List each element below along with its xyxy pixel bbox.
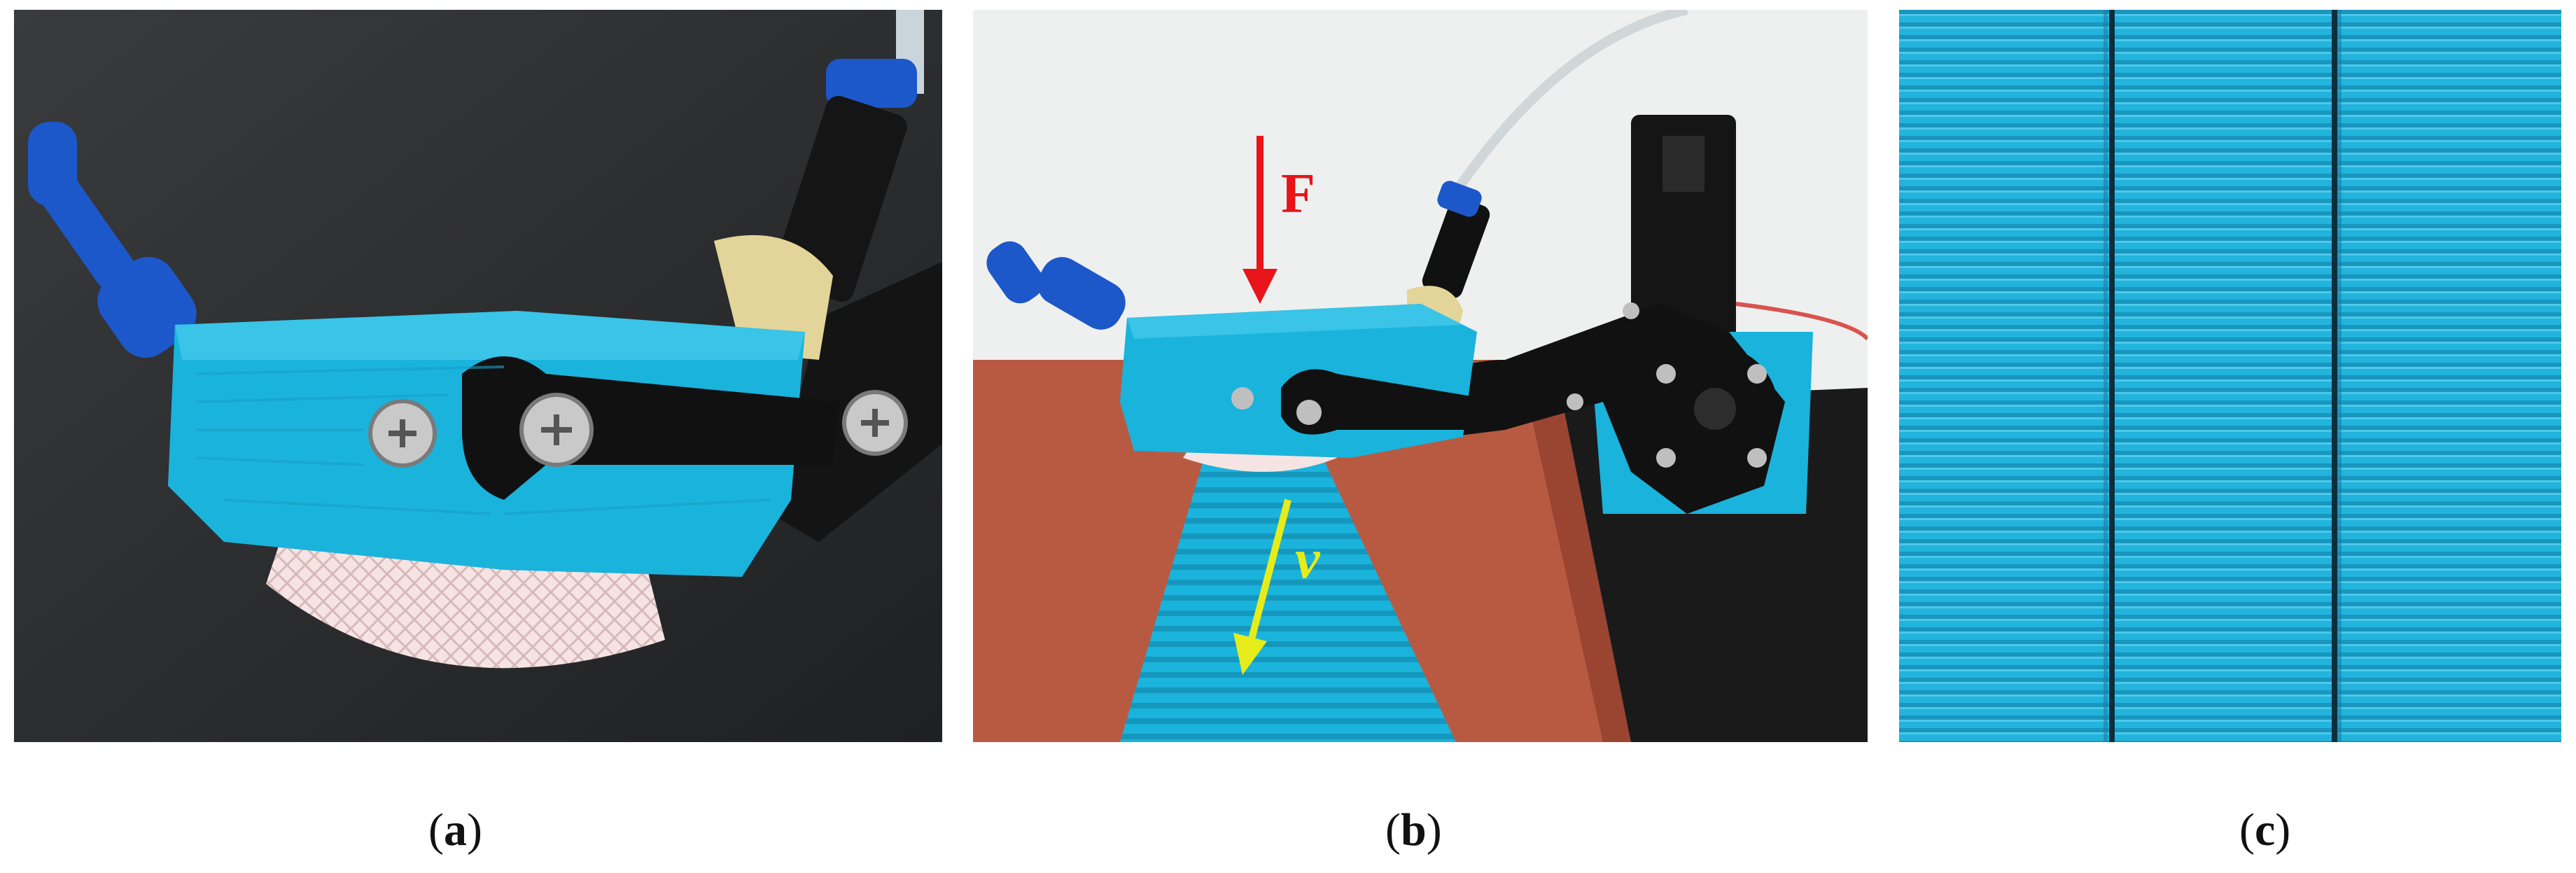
test-rig-photo bbox=[973, 10, 1868, 742]
gripper-closeup-photo bbox=[14, 10, 942, 742]
caption-c: (c) bbox=[2239, 804, 2291, 855]
ridged-strip-photo bbox=[1899, 10, 2561, 742]
photo-panel-c bbox=[1899, 10, 2561, 742]
photo-panel-a bbox=[14, 10, 942, 742]
velocity-label: v bbox=[1295, 529, 1320, 590]
caption-a: (a) bbox=[428, 804, 482, 855]
force-label: F bbox=[1281, 163, 1315, 225]
photo-panel-b: F v bbox=[973, 10, 1868, 742]
caption-b: (b) bbox=[1385, 804, 1442, 855]
